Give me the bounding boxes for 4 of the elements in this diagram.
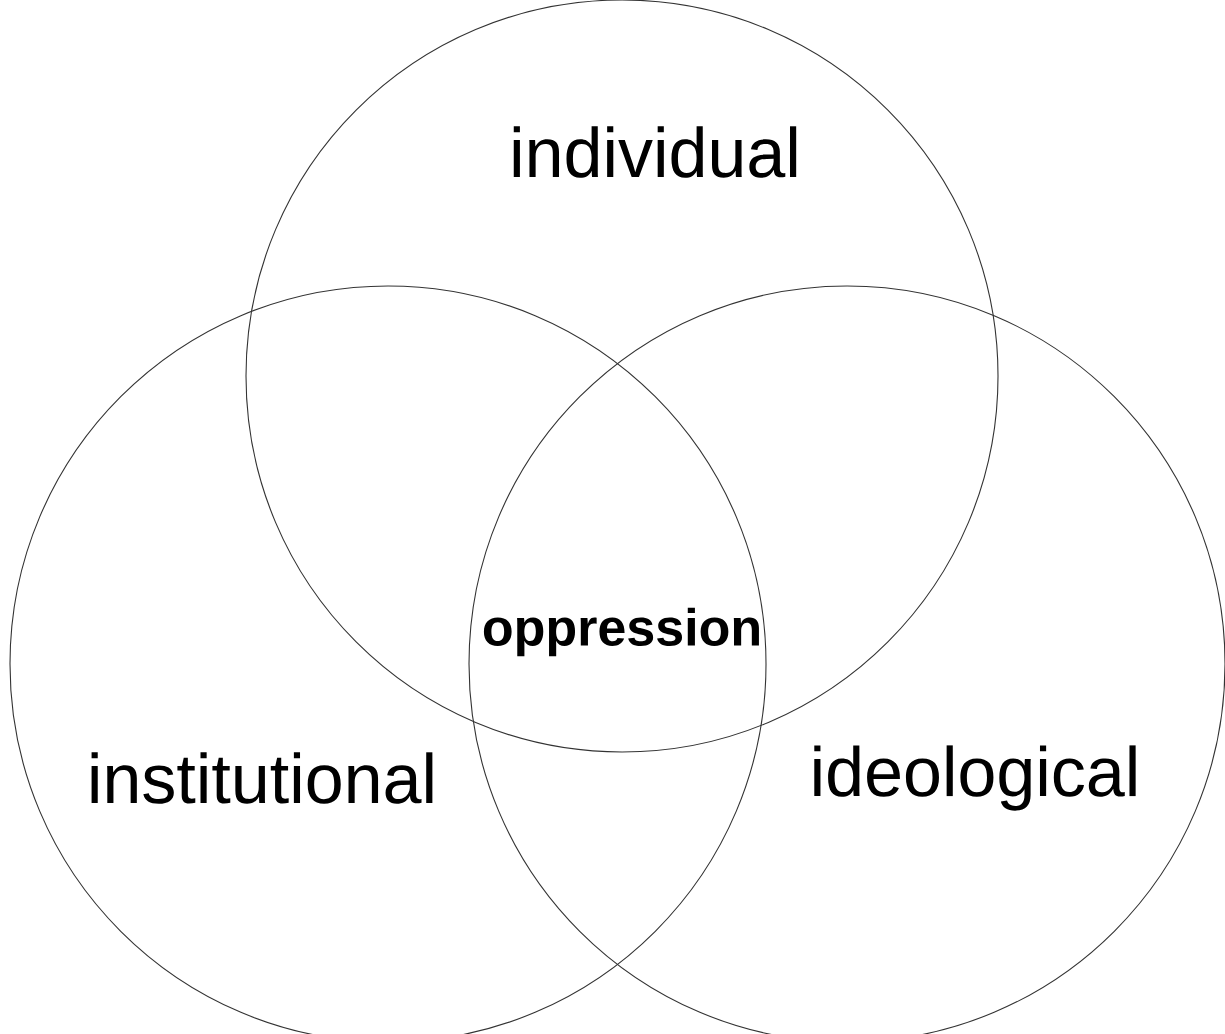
circle-label: ideological: [814, 745, 1136, 811]
circle-label: institutional: [91, 752, 433, 804]
circle-label: individual: [513, 126, 797, 178]
center-label: oppression: [483, 607, 759, 657]
